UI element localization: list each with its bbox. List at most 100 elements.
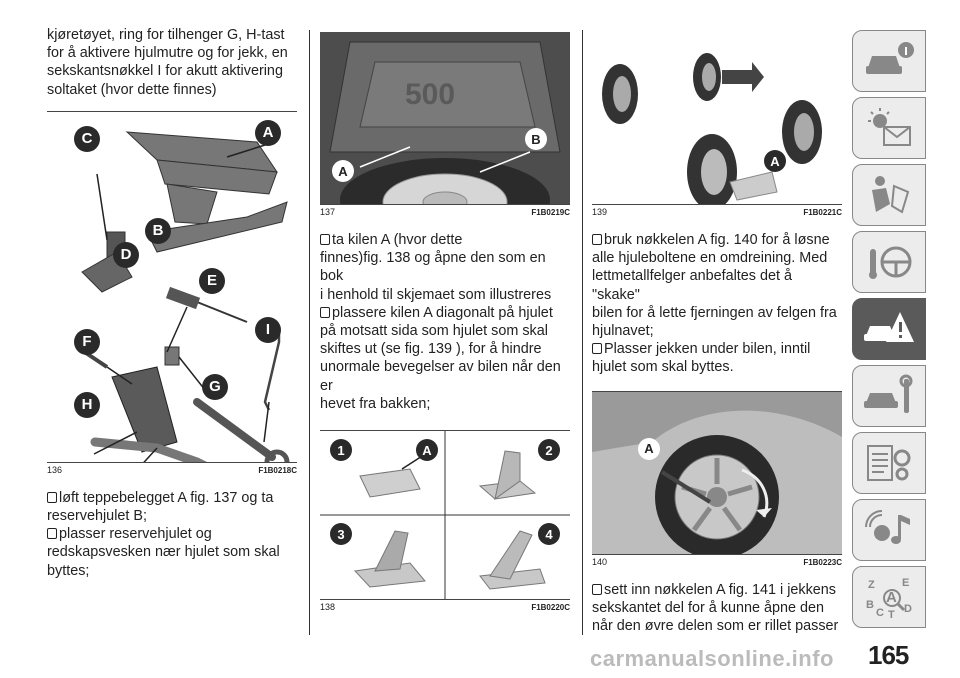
callout-c: C: [74, 125, 100, 152]
trunk-illustration: 500: [320, 32, 570, 204]
text-line: på motsatt sida som hjulet som skal: [320, 323, 548, 340]
figure-138-wedge-steps: 1 A 2 3 4: [320, 431, 570, 600]
text-line: bilen for å lette fjerningen av felgen f…: [592, 304, 837, 321]
figure-top-rule: [47, 110, 297, 112]
figure-top-rule: [320, 430, 570, 432]
index-icon: Z E A B C T D: [866, 577, 912, 620]
warning-lights-icon: [868, 108, 911, 146]
wheels-illustration: [602, 53, 822, 204]
callout-a: A: [255, 119, 281, 146]
figure-top-rule: [592, 390, 842, 392]
figure-code: F1B0220C: [531, 603, 570, 613]
bullet-icon: [47, 491, 57, 503]
callout-h: H: [74, 391, 100, 418]
bullet-2: Plasser jekken under bilen, inntil hjule…: [592, 340, 842, 376]
technical-data-icon: [867, 445, 911, 481]
callout-g: G: [202, 373, 228, 400]
tab-emergency[interactable]: [852, 298, 926, 360]
figure-caption: 140 F1B0223C: [592, 555, 842, 567]
index-letter: D: [904, 603, 912, 615]
callout-a: A: [764, 150, 786, 172]
bullet-2: plasser reservehjulet og redskapsvesken …: [47, 525, 297, 580]
text-line: unormale bevegelser av bilen når den er: [320, 359, 561, 394]
tab-warning-lights[interactable]: [852, 97, 926, 159]
text-line: reservehjulet B;: [47, 508, 147, 525]
svg-text:500: 500: [405, 78, 455, 111]
text-line: finnes)fig. 138 og åpne den som en bok: [320, 250, 546, 285]
callout-f: F: [74, 328, 100, 355]
text-line: hjulnavet;: [592, 323, 654, 340]
figure-number: 138: [320, 602, 336, 613]
column-3: A 139 F1B0221C bruk nøkkelen A fig. 140 …: [592, 0, 842, 635]
maintenance-icon: [864, 374, 913, 413]
text-line: hjulet som skal byttes.: [592, 359, 734, 376]
column-divider: [309, 30, 310, 635]
callout-a: A: [332, 160, 354, 182]
bullet-icon: [592, 583, 602, 595]
figure-number: 140: [592, 556, 608, 567]
bullet-icon: [320, 306, 330, 318]
page-number: 165: [868, 640, 909, 670]
chapter-tabs: Z E A B C T D: [852, 30, 926, 633]
text-line: skiftes ut (se fig. 139 ), for å hindre: [320, 341, 542, 358]
callout-1: 1: [330, 439, 352, 462]
bullet-icon: [592, 234, 602, 245]
tab-safety[interactable]: [852, 164, 926, 226]
figure-bottom-rule: [47, 461, 297, 463]
figure-139-wedge-on-wheel: A: [592, 32, 842, 204]
text-line: ta kilen A (hvor dette: [332, 232, 463, 248]
figure-code: F1B0221C: [803, 208, 842, 217]
figure-code: F1B0219C: [531, 208, 570, 217]
figure-number: 137: [320, 207, 336, 217]
bullet-2: plassere kilen A diagonalt på hjulet på …: [320, 304, 570, 413]
figure-bottom-rule: [592, 553, 842, 555]
text-line: når den øvre delen som er rillet passer: [592, 618, 839, 635]
index-letter: C: [876, 607, 884, 619]
text-line: for å aktivere hjulmutre og for jekk, en: [47, 45, 288, 62]
column-divider: [582, 30, 583, 635]
callout-a: A: [638, 437, 660, 460]
tab-starting-driving[interactable]: [852, 231, 926, 293]
figure-bottom-rule: [320, 599, 570, 601]
starting-driving-icon: [869, 246, 912, 279]
tab-car-info[interactable]: [852, 30, 926, 92]
tab-index[interactable]: Z E A B C T D: [852, 566, 926, 628]
bullet-icon: [47, 528, 57, 540]
text-line: Plasser jekken under bilen, inntil: [604, 341, 811, 358]
callout-e: E: [199, 267, 225, 294]
figure-caption: 136 F1B0218C: [47, 463, 297, 475]
text-line: sekskantsnøkkel I for akutt aktivering: [47, 63, 283, 80]
callout-b: B: [525, 128, 547, 150]
bullet-icon: [592, 343, 602, 355]
tab-technical-data[interactable]: [852, 432, 926, 494]
multimedia-icon: [865, 510, 910, 544]
bullet-1: ta kilen A (hvor dette finnes)fig. 138 o…: [320, 231, 570, 304]
column-2: 500 A B 137 F1B0219C ta kilen A (hvor de…: [320, 0, 570, 612]
text-line: redskapsvesken nær hjulet som skal: [47, 544, 280, 561]
figure-caption: 139 F1B0221C: [592, 205, 842, 217]
text-line: hevet fra bakken;: [320, 395, 431, 412]
callout-4: 4: [538, 523, 560, 546]
figure-code: F1B0223C: [803, 557, 842, 567]
emergency-icon: [864, 312, 914, 342]
tab-maintenance[interactable]: [852, 365, 926, 427]
figure-bottom-rule: [592, 204, 842, 205]
figure-number: 139: [592, 207, 608, 217]
intro-text: kjøretøyet, ring for tilhenger G, H-tast…: [47, 26, 297, 99]
text-line: sett inn nøkkelen A fig. 141 i jekkens: [604, 581, 836, 598]
figure-140-wheel-wrench: A: [592, 391, 842, 554]
text-line: plasser reservehjulet og: [59, 526, 212, 543]
callout-a: A: [416, 439, 438, 462]
bullet-icon: [320, 234, 330, 245]
index-letter: T: [888, 609, 895, 620]
callout-2: 2: [538, 439, 560, 462]
tab-multimedia[interactable]: [852, 499, 926, 561]
safety-airbag-icon: [872, 176, 910, 214]
figure-caption: 137 F1B0219C: [320, 205, 570, 217]
index-letter: A: [886, 589, 897, 606]
bullet-1: løft teppebelegget A fig. 137 og ta rese…: [47, 489, 297, 525]
column-1: kjøretøyet, ring for tilhenger G, H-tast…: [47, 0, 297, 580]
callout-d: D: [113, 241, 139, 268]
callout-b: B: [145, 217, 171, 244]
text-line: bruk nøkkelen A fig. 140 for å løsne: [604, 232, 830, 248]
